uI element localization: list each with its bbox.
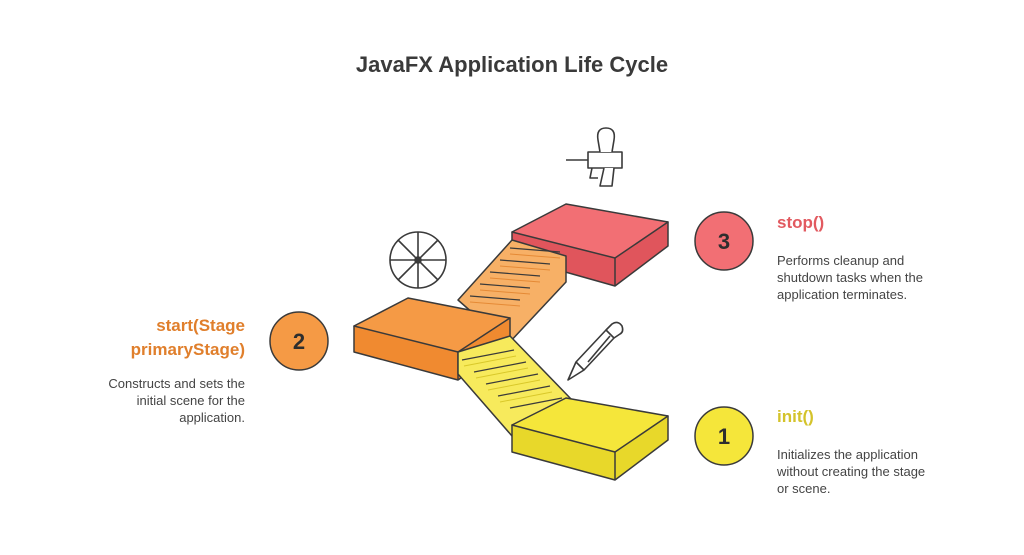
page-title: JavaFX Application Life Cycle — [355, 52, 669, 77]
step-3-title: stop() — [777, 213, 825, 232]
step-1-title: init() — [777, 407, 814, 426]
glue-gun-icon — [566, 127, 623, 187]
step-1-description: Initializes the application without crea… — [777, 446, 997, 497]
step-3-desc-line: shutdown tasks when the — [777, 270, 923, 285]
svg-text:1: 1 — [718, 424, 730, 449]
step-1-desc-line: or scene. — [777, 481, 831, 496]
wheel-icon — [389, 231, 447, 289]
badge-1: 1 — [694, 406, 754, 466]
svg-text:2: 2 — [293, 329, 305, 354]
step-3-desc-line: application terminates. — [777, 287, 908, 302]
step-2-title: start(Stage primaryStage) — [40, 314, 245, 362]
step-2-title-line: start(Stage — [156, 316, 245, 335]
pen-icon — [567, 321, 624, 381]
step-2-title-line: primaryStage) — [130, 340, 245, 359]
step-1-desc-line: Initializes the application — [777, 447, 918, 462]
platform-init — [511, 397, 669, 481]
svg-text:3: 3 — [718, 229, 730, 254]
step-2-desc-line: Constructs and sets the — [108, 376, 245, 391]
step-2-desc-line: initial scene for the — [136, 393, 245, 408]
step-3-desc-line: Performs cleanup and — [777, 253, 905, 268]
step-2-desc-line: application. — [179, 410, 245, 425]
step-2-description: Constructs and sets the initial scene fo… — [25, 375, 245, 426]
badge-2: 2 — [269, 311, 329, 371]
platform-stop — [511, 203, 669, 287]
step-1-desc-line: without creating the stage — [777, 464, 926, 479]
step-3-description: Performs cleanup and shutdown tasks when… — [777, 252, 997, 303]
badge-3: 3 — [694, 211, 754, 271]
